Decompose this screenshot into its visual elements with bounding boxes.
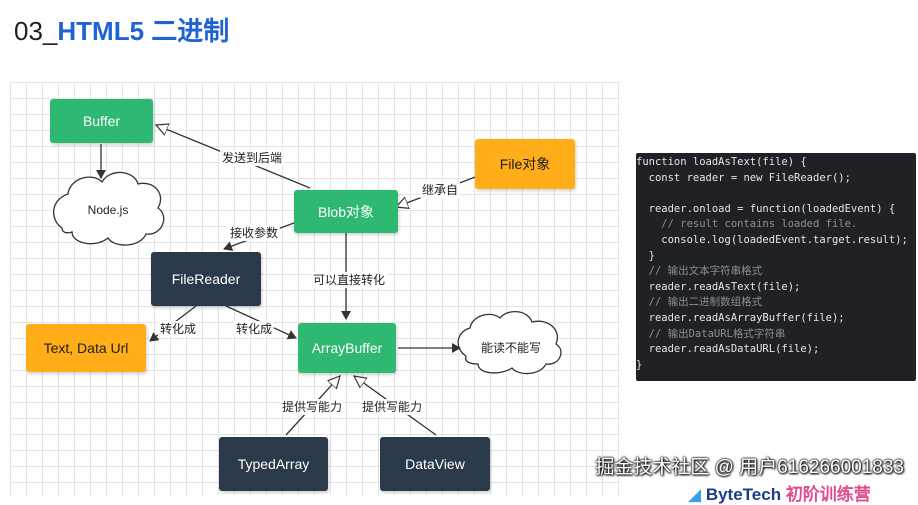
code-line: } bbox=[636, 249, 655, 262]
code-line: reader.onload = function(loadedEvent) { bbox=[636, 202, 896, 215]
code-line: console.log(loadedEvent.target.result); bbox=[636, 233, 908, 246]
code-line: // 输出二进制数组格式 bbox=[636, 296, 763, 309]
typedarray-node: TypedArray bbox=[219, 437, 328, 491]
edge-label-provide-write-typedarray: 提供写能力 bbox=[280, 399, 345, 415]
edge-label-provide-write-dataview: 提供写能力 bbox=[360, 399, 425, 415]
code-line: function loadAsText(file) { bbox=[636, 156, 807, 168]
filereader-node: FileReader bbox=[151, 252, 261, 306]
buffer-node: Buffer bbox=[50, 99, 153, 143]
watermark: 掘金技术社区 @ 用户616266001833 bbox=[595, 457, 904, 478]
slide-title: 03_HTML5 二进制 bbox=[14, 14, 229, 48]
code-line: reader.readAsDataURL(file); bbox=[636, 343, 820, 356]
blob-node: Blob对象 bbox=[294, 190, 398, 233]
code-line: // 输出DataURL格式字符串 bbox=[636, 327, 786, 340]
text-dataurl-node: Text, Data Url bbox=[26, 324, 146, 372]
code-line: } bbox=[636, 358, 643, 371]
nodejs-label: Node.js bbox=[87, 203, 129, 217]
code-panel: function loadAsText(file) { const reader… bbox=[636, 153, 916, 381]
binary-diagram: Buffer Node.js File对象 Blob对象 FileReader … bbox=[10, 82, 620, 495]
cloud-read-shape bbox=[457, 311, 562, 375]
edge-label-convert-to-arraybuffer: 转化成 bbox=[234, 321, 275, 337]
title-text: HTML5 二进制 bbox=[57, 16, 230, 46]
code-line: reader.readAsArrayBuffer(file); bbox=[636, 311, 845, 324]
cloud-nodejs-shape bbox=[53, 171, 165, 246]
edge-label-convert-to-text: 转化成 bbox=[158, 321, 199, 337]
edge-label-convert-direct: 可以直接转化 bbox=[311, 272, 388, 288]
code-line: reader.readAsText(file); bbox=[636, 280, 801, 293]
footer-logo: ◢ ByteTech 初阶训练营 bbox=[688, 480, 871, 505]
code-line: const reader = new FileReader(); bbox=[636, 171, 851, 184]
edge-label-inherit: 继承自 bbox=[420, 182, 461, 198]
dataview-node: DataView bbox=[380, 437, 490, 491]
title-number: 03_ bbox=[14, 16, 58, 46]
edge-label-send-backend: 发送到后端 bbox=[220, 150, 285, 166]
code-line: // result contains loaded file. bbox=[636, 218, 858, 231]
file-node: File对象 bbox=[475, 139, 575, 189]
edge-label-receive-param: 接收参数 bbox=[228, 225, 281, 241]
arraybuffer-node: ArrayBuffer bbox=[298, 323, 396, 373]
code-line: // 输出文本字符串格式 bbox=[636, 265, 763, 278]
code-line bbox=[636, 186, 916, 202]
cloud-read-label: 能读不能写 bbox=[480, 341, 542, 355]
